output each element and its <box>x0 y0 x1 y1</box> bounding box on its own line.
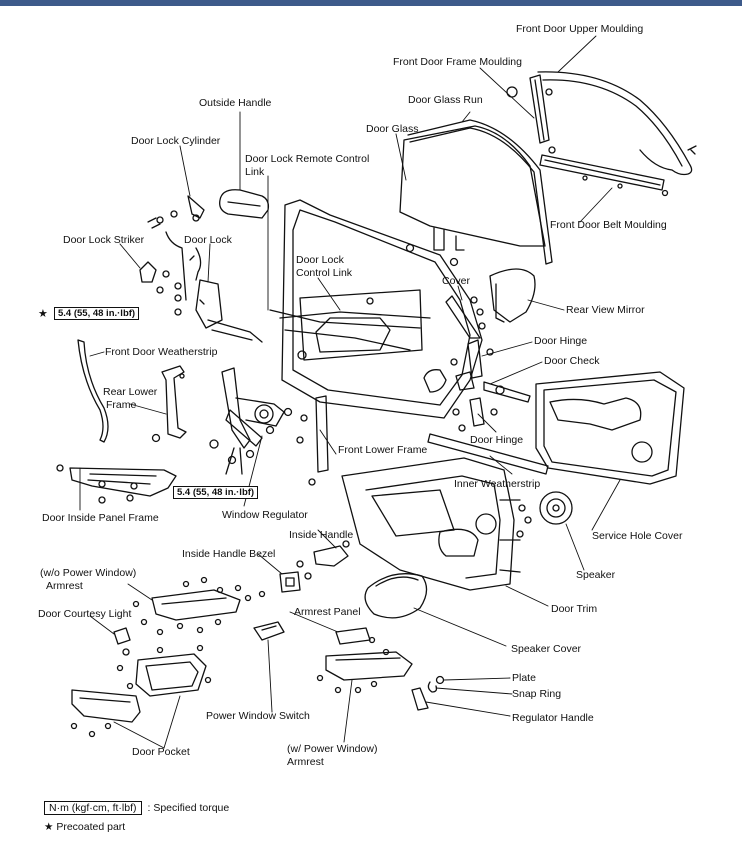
inner-weatherstrip-drawing <box>427 433 549 475</box>
label-door-lock-striker: Door Lock Striker <box>63 234 145 246</box>
armrest-wo-power-window-drawing <box>132 576 266 636</box>
label-door-trim: Door Trim <box>551 603 598 615</box>
label-door-lock-remote-control-link-2: Link <box>245 166 265 178</box>
legend-torque-box: N·m (kgf·cm, ft·lbf) <box>44 801 142 815</box>
label-plate: Plate <box>512 672 536 684</box>
legend-precoat-symbol: ★ <box>44 821 54 833</box>
armrest-panel-drawing <box>316 627 413 694</box>
label-service-hole-cover: Service Hole Cover <box>592 530 683 542</box>
label-door-lock-control-link-2: Control Link <box>296 267 353 279</box>
rear-view-mirror-drawing <box>470 268 536 330</box>
door-hinge-check-drawing <box>450 339 531 432</box>
door-glass-drawing <box>399 125 546 267</box>
cover-drawing <box>445 295 481 339</box>
label-door-hinge-upper: Door Hinge <box>534 335 588 347</box>
leader-lines <box>79 35 621 749</box>
label-rear-view-mirror: Rear View Mirror <box>566 304 645 316</box>
label-door-pocket: Door Pocket <box>132 746 190 758</box>
label-rear-lower-frame-2: Frame <box>106 399 137 411</box>
rear-lower-frame-drawing <box>151 365 187 443</box>
door-pocket-drawing <box>70 644 212 738</box>
regulator-handle-parts-drawing <box>411 675 445 711</box>
label-cover: Cover <box>442 275 471 287</box>
legend-precoat-text: Precoated part <box>56 821 126 833</box>
label-front-door-frame-moulding: Front Door Frame Moulding <box>393 56 522 68</box>
inside-handle-bezel-drawing <box>279 571 301 593</box>
label-door-lock-control-link: Door Lock <box>296 254 344 266</box>
label-inside-handle: Inside Handle <box>289 529 354 541</box>
label-wo-power-window-armrest: Armrest <box>46 580 83 592</box>
label-front-door-upper-moulding: Front Door Upper Moulding <box>516 23 644 35</box>
door-shell-drawing <box>269 199 483 419</box>
label-door-inside-panel-frame: Door Inside Panel Frame <box>42 512 159 524</box>
torque-spec-window-regulator: 5.4 (55, 48 in.·lbf) <box>173 486 259 499</box>
outside-handle-drawing <box>219 189 270 219</box>
door-lock-cylinder-drawing <box>147 195 205 229</box>
label-window-regulator: Window Regulator <box>222 509 308 521</box>
label-rear-lower-frame: Rear Lower <box>103 386 158 398</box>
label-speaker-cover: Speaker Cover <box>511 643 582 655</box>
label-door-check: Door Check <box>544 355 600 367</box>
speaker-drawing <box>516 491 573 538</box>
label-inner-weatherstrip: Inner Weatherstrip <box>454 478 541 490</box>
label-door-lock-remote-control-link: Door Lock Remote Control <box>245 153 370 165</box>
label-outside-handle: Outside Handle <box>199 97 272 109</box>
power-window-switch-drawing <box>253 621 285 641</box>
label-door-lock-cylinder: Door Lock Cylinder <box>131 135 221 147</box>
label-front-lower-frame: Front Lower Frame <box>338 444 428 456</box>
front-door-belt-moulding-drawing <box>539 154 669 197</box>
label-snap-ring: Snap Ring <box>512 688 562 700</box>
door-lock-assembly-drawing <box>139 231 263 343</box>
header-bar <box>0 0 742 6</box>
label-door-hinge-lower: Door Hinge <box>470 434 524 446</box>
front-door-upper-moulding-drawing <box>537 71 697 176</box>
torque-spec-door-lock: 5.4 (55, 48 in.·lbf) <box>54 307 140 320</box>
label-front-door-weatherstrip: Front Door Weatherstrip <box>105 346 218 358</box>
label-door-glass: Door Glass <box>366 123 419 135</box>
label-w-power-window: (w/ Power Window) <box>287 743 378 755</box>
legend-precoat: ★ Precoated part <box>44 821 125 834</box>
door-courtesy-light-drawing <box>113 627 131 656</box>
label-door-lock: Door Lock <box>184 234 232 246</box>
label-front-door-belt-moulding: Front Door Belt Moulding <box>550 219 667 231</box>
inside-handle-drawing <box>296 540 350 580</box>
service-hole-cover-drawing <box>535 371 685 485</box>
front-door-weatherstrip-drawing <box>77 339 109 443</box>
label-armrest-panel: Armrest Panel <box>294 606 361 618</box>
front-door-frame-moulding-drawing <box>506 74 556 154</box>
label-w-power-window-armrest: Armrest <box>287 756 324 768</box>
label-speaker: Speaker <box>576 569 616 581</box>
label-door-courtesy-light: Door Courtesy Light <box>38 608 132 620</box>
window-regulator-drawing <box>209 367 293 475</box>
door-trim-drawing <box>341 457 521 591</box>
speaker-cover-drawing <box>364 573 428 619</box>
legend-torque: N·m (kgf·cm, ft·lbf) : Specified torque <box>44 801 230 815</box>
label-inside-handle-bezel: Inside Handle Bezel <box>182 548 276 560</box>
legend-torque-text: : Specified torque <box>147 802 230 814</box>
front-lower-frame-drawing <box>296 395 329 486</box>
door-inside-panel-frame-drawing <box>56 464 177 504</box>
label-door-glass-run: Door Glass Run <box>408 94 483 106</box>
precoat-star-marker: ★ <box>38 308 48 320</box>
label-wo-power-window: (w/o Power Window) <box>40 567 137 579</box>
label-regulator-handle: Regulator Handle <box>512 712 594 724</box>
label-power-window-switch: Power Window Switch <box>206 710 310 722</box>
door-glass-run-drawing <box>407 119 553 265</box>
